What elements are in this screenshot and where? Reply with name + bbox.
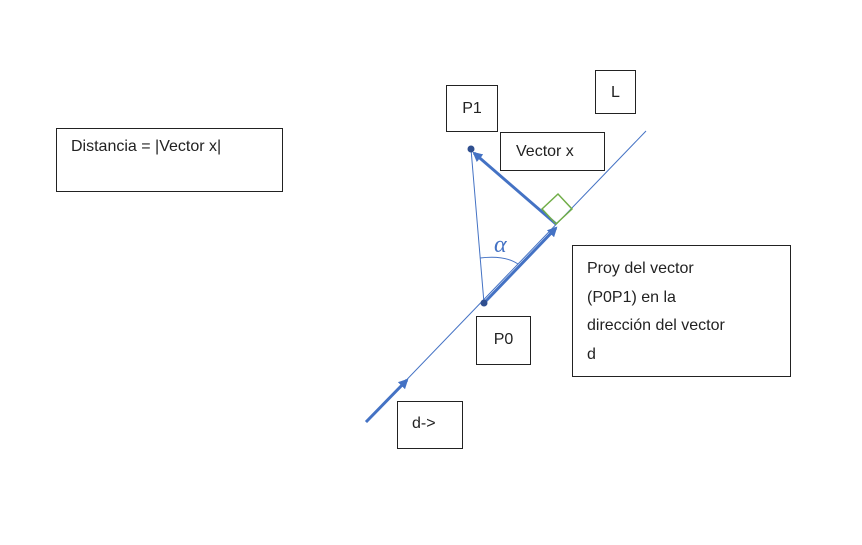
l-label-box: L	[595, 70, 636, 114]
vector-x-label-box: Vector x	[500, 132, 605, 171]
right-angle-marker	[540, 192, 574, 226]
angle-alpha-label: α	[494, 232, 507, 258]
p0-label-box: P0	[476, 316, 531, 365]
distance-formula-box: Distancia = |Vector x|	[56, 128, 283, 192]
vector-x	[472, 151, 557, 226]
angle-arc	[479, 256, 519, 265]
segment-p0-p1	[470, 148, 485, 304]
line-l	[365, 130, 647, 423]
projection-vector	[482, 226, 558, 305]
projection-description-box: Proy del vector (P0P1) en la dirección d…	[572, 245, 791, 377]
d-vector-label-box: d->	[397, 401, 463, 449]
p1-label-box: P1	[446, 85, 498, 132]
point-p1	[467, 145, 475, 153]
direction-vector-d	[364, 378, 409, 424]
point-p0	[480, 299, 488, 307]
